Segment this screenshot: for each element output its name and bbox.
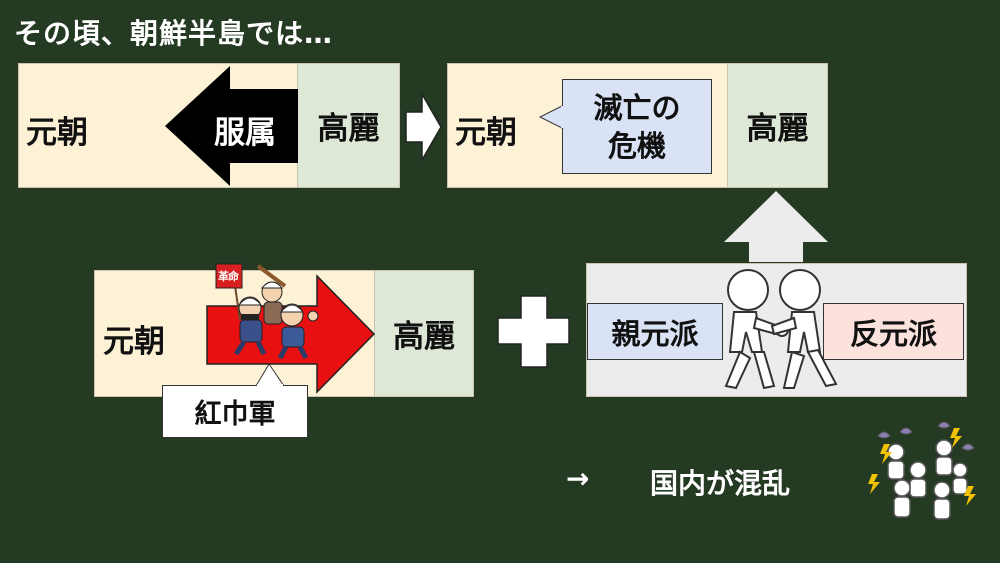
result-arrow: → [566,462,590,495]
page-title: その頃、朝鮮半島では… [14,17,334,50]
result-text: 国内が混乱 [650,467,791,500]
submission-label: 服属 [214,115,276,151]
crisis-line-2: 危機 [607,128,666,163]
yuan-label-3: 元朝 [103,324,165,360]
yuan-label-1: 元朝 [26,115,88,151]
revolution-flag-text: 革命 [218,270,239,283]
pro-yuan-faction: 親元派 [587,303,723,360]
goryeo-box-1: 高麗 [297,63,400,188]
crisis-line-1: 滅亡の [593,90,681,125]
yuan-label-2: 元朝 [455,115,517,151]
red-turban-callout: 紅巾軍 [162,385,308,438]
goryeo-box-3: 高麗 [374,270,474,397]
goryeo-box-2: 高麗 [727,63,828,188]
crisis-bubble: 滅亡の 危機 [562,79,712,174]
anti-yuan-faction: 反元派 [823,303,964,360]
